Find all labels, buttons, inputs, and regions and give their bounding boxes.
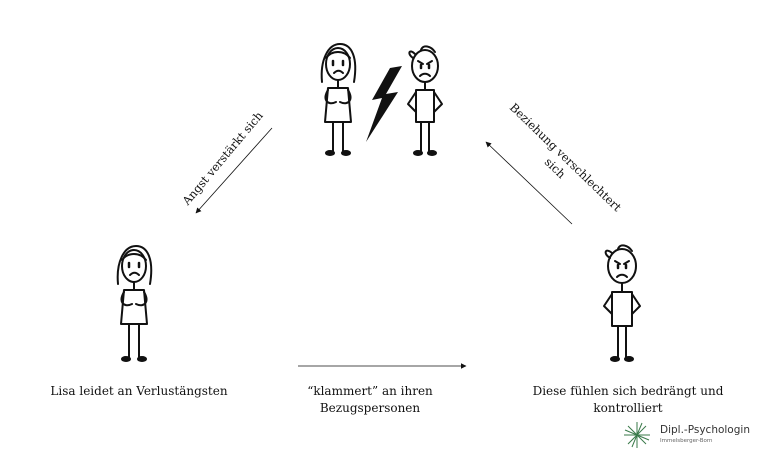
caption-klammert-line2: Bezugspersonen	[319, 401, 421, 415]
man-figure-right	[603, 244, 641, 362]
caption-klammert-line1: “klammert” an ihren	[307, 384, 433, 398]
caption-others-line2: kontrolliert	[593, 401, 663, 415]
caption-others: Diese fühlen sich bedrängt und kontrolli…	[528, 383, 728, 417]
lightning-bolt-icon	[366, 66, 402, 142]
woman-figure-top	[320, 43, 357, 156]
brand: Dipl.-Psychologin Immelsberger-Born	[622, 419, 768, 451]
man-figure-top	[407, 45, 443, 156]
arrow-angst	[195, 127, 273, 214]
brand-name: Dipl.-Psychologin	[660, 424, 750, 436]
brand-subtitle: Immelsberger-Born	[660, 438, 713, 444]
caption-klammert: “klammert” an ihren Bezugspersonen	[290, 383, 450, 417]
brand-logo-icon	[624, 422, 650, 448]
woman-figure-lisa	[116, 245, 153, 362]
arrow-beziehung	[485, 141, 573, 225]
caption-others-line1: Diese fühlen sich bedrängt und	[532, 384, 724, 398]
caption-lisa: Lisa leidet an Verlustängsten	[50, 384, 228, 398]
